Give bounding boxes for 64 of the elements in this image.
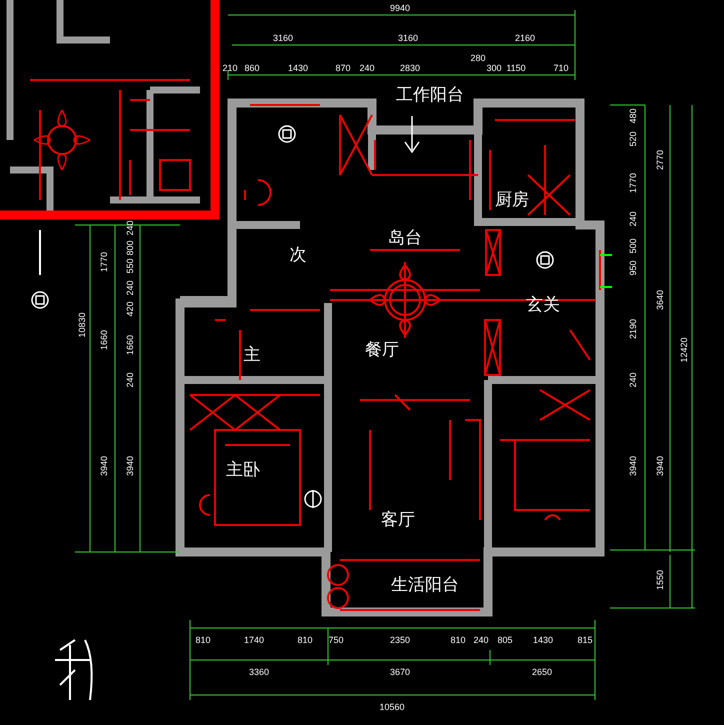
dimension-label: 240 (125, 220, 135, 236)
dimension-label: 950 (628, 260, 638, 276)
dimension-label: 240 (125, 280, 135, 296)
dimension-label: 1150 (506, 63, 526, 73)
dimension-label: 240 (628, 211, 638, 227)
dimension-label: 750 (328, 635, 344, 645)
room-label: 客厅 (381, 510, 415, 530)
dimension-label: 805 (497, 635, 513, 645)
dimension-label: 300 (486, 63, 502, 73)
dimension-label: 3940 (655, 456, 665, 476)
dimension-label: 710 (553, 63, 569, 73)
dimension-label: 9940 (390, 3, 410, 13)
room-label: 玄关 (526, 295, 560, 315)
room-label: 岛台 (388, 228, 422, 248)
dimension-label: 550 (125, 258, 135, 274)
dimension-label: 2770 (655, 150, 665, 170)
dimension-label: 1550 (655, 570, 665, 590)
dimension-label: 3640 (655, 290, 665, 310)
dimension-label: 10560 (379, 702, 405, 712)
dimension-label: 2190 (628, 318, 638, 340)
dimension-label: 210 (222, 63, 238, 73)
dimension-label: 3160 (398, 33, 418, 43)
dimension-label: 240 (125, 372, 135, 388)
dimension-label: 10830 (77, 312, 87, 338)
dimension-label: 500 (628, 238, 638, 254)
dimension-label: 3160 (272, 33, 294, 43)
dimension-label: 810 (195, 635, 211, 645)
dimension-label: 1740 (244, 635, 264, 645)
dimension-label: 420 (125, 301, 135, 317)
dimension-label: 240 (628, 372, 638, 388)
dimension-label: 1430 (288, 63, 308, 73)
dimension-label: 1660 (125, 334, 135, 356)
room-label: 厨房 (495, 190, 529, 210)
dimension-label: 240 (359, 63, 375, 73)
room-label: 主卧 (226, 460, 260, 480)
room-label: 生活阳台 (391, 575, 459, 595)
dimension-label: 815 (577, 635, 593, 645)
dimension-label: 3940 (125, 456, 135, 476)
dimension-label: 3940 (628, 456, 638, 476)
dimension-label: 280 (470, 53, 486, 63)
dimension-label: 12420 (679, 337, 689, 363)
dimension-label: 810 (450, 635, 466, 645)
dimension-label: 860 (244, 63, 260, 73)
dimension-label: 1660 (99, 330, 109, 350)
dimension-label: 1770 (99, 252, 109, 272)
dimension-label: 810 (297, 635, 313, 645)
dimension-label: 3940 (99, 456, 109, 476)
dimension-label: 800 (125, 240, 135, 256)
room-label: 餐厅 (365, 340, 399, 360)
dimension-label: 240 (473, 635, 489, 645)
dimension-label: 480 (628, 108, 638, 124)
dimension-label: 1770 (628, 172, 638, 194)
dimension-label: 870 (335, 63, 351, 73)
room-label: 工作阳台 (396, 85, 464, 105)
room-label: 次 (290, 245, 306, 265)
dimension-label: 1430 (532, 635, 554, 645)
room-label: 主 (244, 345, 260, 365)
dimension-label: 2650 (532, 667, 552, 677)
dimension-label: 2830 (400, 63, 420, 73)
dimension-label: 520 (628, 131, 638, 147)
dimension-label: 2160 (514, 33, 536, 43)
dimension-label: 2350 (390, 635, 410, 645)
dimension-label: 3670 (390, 667, 410, 677)
dimension-label: 3360 (248, 667, 270, 677)
